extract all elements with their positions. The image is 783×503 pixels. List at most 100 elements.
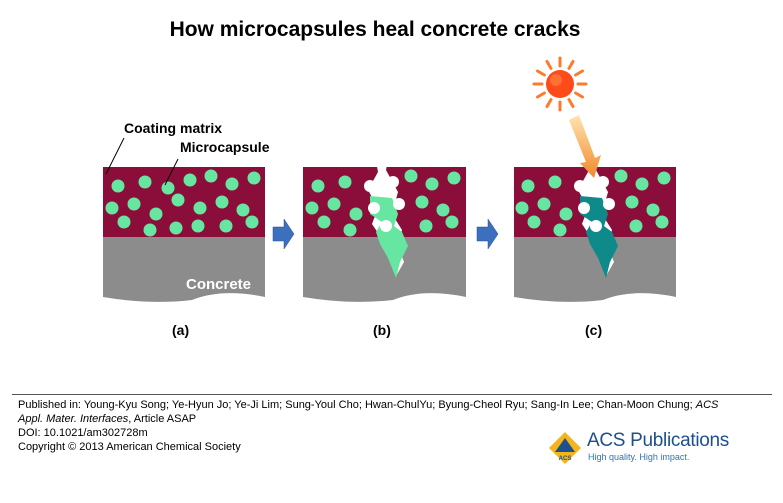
arrow-right-icon — [476, 218, 499, 250]
broken-capsule — [574, 180, 586, 192]
citation-copyright: Copyright © 2013 American Chemical Socie… — [18, 441, 241, 453]
microcapsule-dot — [614, 169, 628, 183]
logo-name: ACS Publications — [587, 430, 729, 451]
microcapsule-dot — [225, 177, 239, 191]
panel-a — [103, 167, 265, 302]
broken-capsule — [380, 220, 392, 232]
panel-b — [303, 150, 466, 302]
broken-capsule — [597, 176, 609, 188]
microcapsule-dot — [425, 177, 439, 191]
microcapsule-dot — [111, 179, 125, 193]
broken-capsule — [393, 198, 405, 210]
panel-a-label: (a) — [172, 322, 189, 338]
coating-matrix-leader — [105, 137, 125, 175]
healing-diagram: Coating matrix Microcapsule Concrete (a)… — [103, 56, 676, 338]
microcapsule-dot — [183, 173, 197, 187]
citation-journal-start: ACS — [695, 399, 719, 411]
figure-title: How microcapsules heal concrete cracks — [169, 18, 581, 41]
citation: Published in: Young-Kyu Song; Ye-Hyun Jo… — [18, 398, 770, 454]
broken-capsule — [368, 202, 380, 214]
microcapsule-dot — [657, 171, 671, 185]
microcapsule-dot — [204, 169, 218, 183]
broken-capsule — [590, 220, 602, 232]
microcapsule-dot — [105, 201, 119, 215]
citation-line-2: Appl. Mater. Interfaces, Article ASAP — [18, 412, 770, 426]
acs-emblem-text: ACS — [559, 456, 572, 462]
microcapsule-dot — [553, 223, 567, 237]
microcapsule-dot — [169, 221, 183, 235]
panel-c — [514, 56, 676, 302]
citation-article-status: , Article ASAP — [128, 413, 197, 425]
sun-ray — [535, 91, 546, 99]
microcapsule-dot — [343, 223, 357, 237]
sun-icon — [532, 56, 588, 112]
sun-ray — [574, 69, 585, 77]
microcapsule-dot — [171, 193, 185, 207]
microcapsule-dot — [655, 215, 669, 229]
broken-capsule — [364, 180, 376, 192]
microcapsule-dot — [548, 175, 562, 189]
coating-matrix-label: Coating matrix — [124, 120, 222, 136]
microcapsule-dot — [646, 203, 660, 217]
sun-ray — [545, 98, 553, 109]
divider — [12, 394, 772, 395]
sun-ray — [567, 59, 575, 70]
microcapsule-dot — [117, 215, 131, 229]
citation-authors: Published in: Young-Kyu Song; Ye-Hyun Jo… — [18, 399, 696, 411]
microcapsule-dot — [215, 195, 229, 209]
panel-c-label: (c) — [585, 322, 602, 338]
citation-journal-end: Appl. Mater. Interfaces — [18, 413, 129, 425]
microcapsule-dot — [349, 207, 363, 221]
microcapsule-dot — [447, 171, 461, 185]
microcapsule-dot — [521, 179, 535, 193]
microcapsule-dot — [327, 197, 341, 211]
microcapsule-dot — [629, 219, 643, 233]
microcapsule-dot — [317, 215, 331, 229]
acs-emblem-icon: ACS — [549, 432, 581, 464]
microcapsule-dot — [245, 215, 259, 229]
arrow-right-icon — [272, 218, 295, 250]
citation-line-1: Published in: Young-Kyu Song; Ye-Hyun Jo… — [18, 398, 770, 412]
microcapsule-dot — [236, 203, 250, 217]
microcapsule-dot — [445, 215, 459, 229]
microcapsule-dot — [311, 179, 325, 193]
sun-ray — [574, 91, 585, 99]
microcapsule-dot — [161, 181, 175, 195]
healing-agent-b — [370, 196, 408, 278]
concrete-block-a — [103, 237, 265, 302]
healed-agent-c — [580, 196, 618, 278]
sun-ray — [535, 69, 546, 77]
microcapsule-dot — [127, 197, 141, 211]
broken-capsule — [578, 202, 590, 214]
microcapsule-dot — [635, 177, 649, 191]
logo-tagline: High quality. High impact. — [588, 452, 690, 462]
microcapsule-dot — [247, 171, 261, 185]
microcapsules-c — [515, 169, 671, 237]
citation-doi: DOI: 10.1021/am302728m — [18, 427, 148, 439]
microcapsule-dot — [527, 215, 541, 229]
broken-capsule — [387, 176, 399, 188]
panel-b-label: (b) — [373, 322, 391, 338]
microcapsules-a — [105, 169, 261, 237]
microcapsule-dot — [149, 207, 163, 221]
microcapsule-dot — [537, 197, 551, 211]
microcapsule-dot — [559, 207, 573, 221]
microcapsules-b — [305, 169, 461, 237]
sun-ray — [567, 98, 575, 109]
microcapsule-label: Microcapsule — [180, 139, 270, 155]
sun-ray — [545, 59, 553, 70]
microcapsule-dot — [305, 201, 319, 215]
microcapsule-dot — [515, 201, 529, 215]
microcapsule-dot — [191, 219, 205, 233]
concrete-block-b — [303, 237, 466, 302]
microcapsule-dot — [143, 223, 157, 237]
microcapsule-dot — [138, 175, 152, 189]
microcapsule-dot — [193, 201, 207, 215]
microcapsule-dot — [419, 219, 433, 233]
microcapsule-leader — [164, 158, 179, 186]
broken-capsule — [603, 198, 615, 210]
microcapsule-dot — [219, 219, 233, 233]
microcapsule-dot — [415, 195, 429, 209]
microcapsule-dot — [404, 169, 418, 183]
microcapsule-dot — [436, 203, 450, 217]
